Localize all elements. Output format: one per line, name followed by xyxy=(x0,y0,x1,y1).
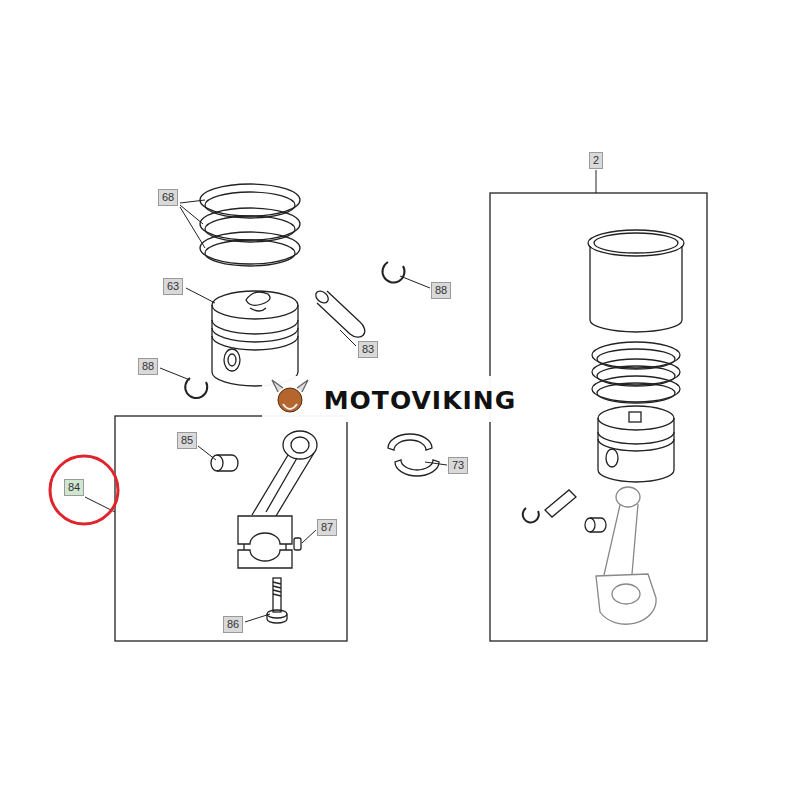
callout-text: 85 xyxy=(181,434,193,446)
watermark-banner xyxy=(262,376,535,422)
connecting-rod xyxy=(596,487,656,624)
callout-text: 2 xyxy=(593,154,599,166)
callout-text: 73 xyxy=(452,459,464,471)
piston-pin xyxy=(545,490,576,517)
callout-text: 86 xyxy=(227,618,239,630)
callout-text: 83 xyxy=(362,343,374,355)
callout-number: 88 xyxy=(431,282,451,299)
callout-text: 68 xyxy=(162,191,174,203)
watermark-text: MOTOVIKING xyxy=(324,386,517,415)
bushing xyxy=(585,518,606,532)
callout-number: 2 xyxy=(589,152,603,169)
bushing xyxy=(211,455,238,471)
callout-text: 88 xyxy=(142,360,154,372)
piston xyxy=(598,406,674,482)
connecting-rod xyxy=(238,431,317,568)
callout-number: 88 xyxy=(138,358,158,375)
dowel xyxy=(294,538,301,550)
piston-pin xyxy=(313,289,364,338)
callout-number: 68 xyxy=(158,189,178,206)
leader-lines xyxy=(85,170,596,622)
highlight-circle xyxy=(50,456,118,524)
callout-number: 83 xyxy=(358,341,378,358)
callout-number: 85 xyxy=(177,432,197,449)
callout-text: 88 xyxy=(435,284,447,296)
piston-rings xyxy=(592,342,680,403)
bolt xyxy=(267,578,287,623)
callout-number: 84 xyxy=(64,479,84,496)
callout-text: 63 xyxy=(167,280,179,292)
callout-number: 73 xyxy=(448,457,468,474)
assembly-box xyxy=(115,416,347,641)
callout-text: 84 xyxy=(68,481,80,493)
bearing-shells xyxy=(388,434,439,476)
cylinder-liner xyxy=(588,230,684,332)
callout-number: 63 xyxy=(163,278,183,295)
piston-rings xyxy=(200,184,300,266)
circlip xyxy=(523,508,539,522)
callout-number: 87 xyxy=(317,519,337,536)
piston xyxy=(212,291,298,386)
callout-number: 86 xyxy=(223,616,243,633)
callout-text: 87 xyxy=(321,521,333,533)
